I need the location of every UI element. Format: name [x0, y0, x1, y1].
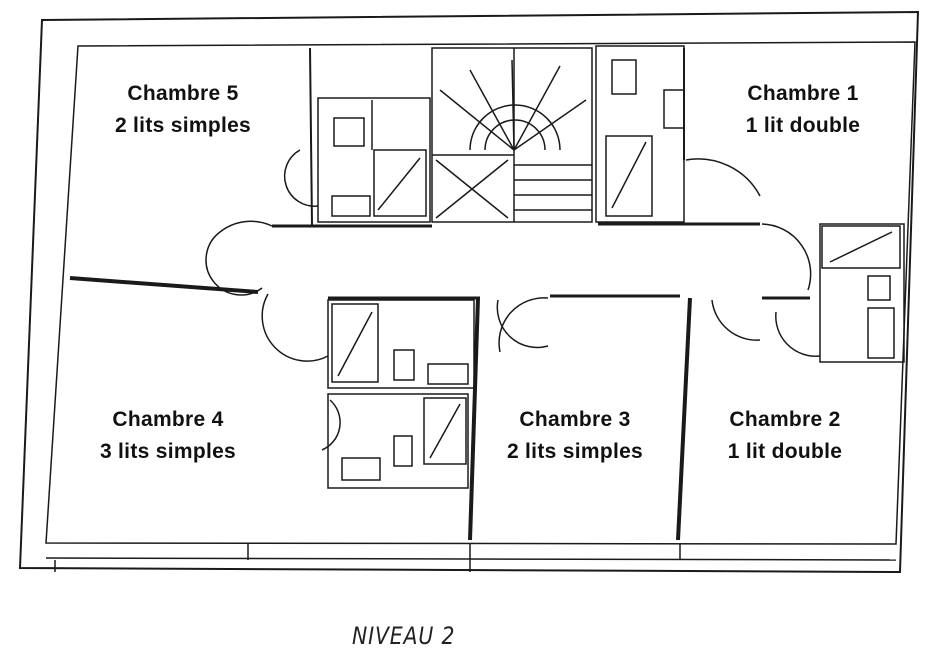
bathroom-chambre-2: [819, 223, 905, 363]
facade-line: [45, 557, 897, 561]
room-name: Chambre 1: [747, 82, 859, 105]
staircase: [431, 47, 593, 223]
room-label-chambre-2: Chambre 2 1 lit double: [700, 404, 870, 468]
room-beds: 3 lits simples: [99, 440, 237, 463]
level-label: NIVEAU 2: [352, 622, 456, 650]
corridor-walls: [272, 222, 810, 300]
bathroom-chambre-5: [317, 97, 431, 223]
bathroom-central: [327, 299, 475, 489]
door-swings: [205, 149, 821, 451]
room-beds: 2 lits simples: [506, 440, 644, 463]
facade-ticks: [54, 544, 681, 572]
bathroom-chambre-1: [595, 45, 685, 223]
inner-wall: [45, 41, 916, 545]
room-name: Chambre 2: [729, 408, 841, 431]
room-beds: 2 lits simples: [114, 114, 252, 137]
outer-wall: [18, 10, 920, 574]
room-label-chambre-5: Chambre 5 2 lits simples: [98, 78, 268, 142]
room-label-chambre-3: Chambre 3 2 lits simples: [488, 404, 662, 468]
room-label-chambre-4: Chambre 4 3 lits simples: [78, 404, 258, 468]
room-name: Chambre 5: [127, 82, 239, 105]
room-beds: 1 lit double: [727, 440, 843, 463]
room-name: Chambre 4: [112, 408, 224, 431]
room-label-chambre-1: Chambre 1 1 lit double: [718, 78, 888, 142]
room-name: Chambre 3: [519, 408, 631, 431]
room-beds: 1 lit double: [745, 114, 861, 137]
